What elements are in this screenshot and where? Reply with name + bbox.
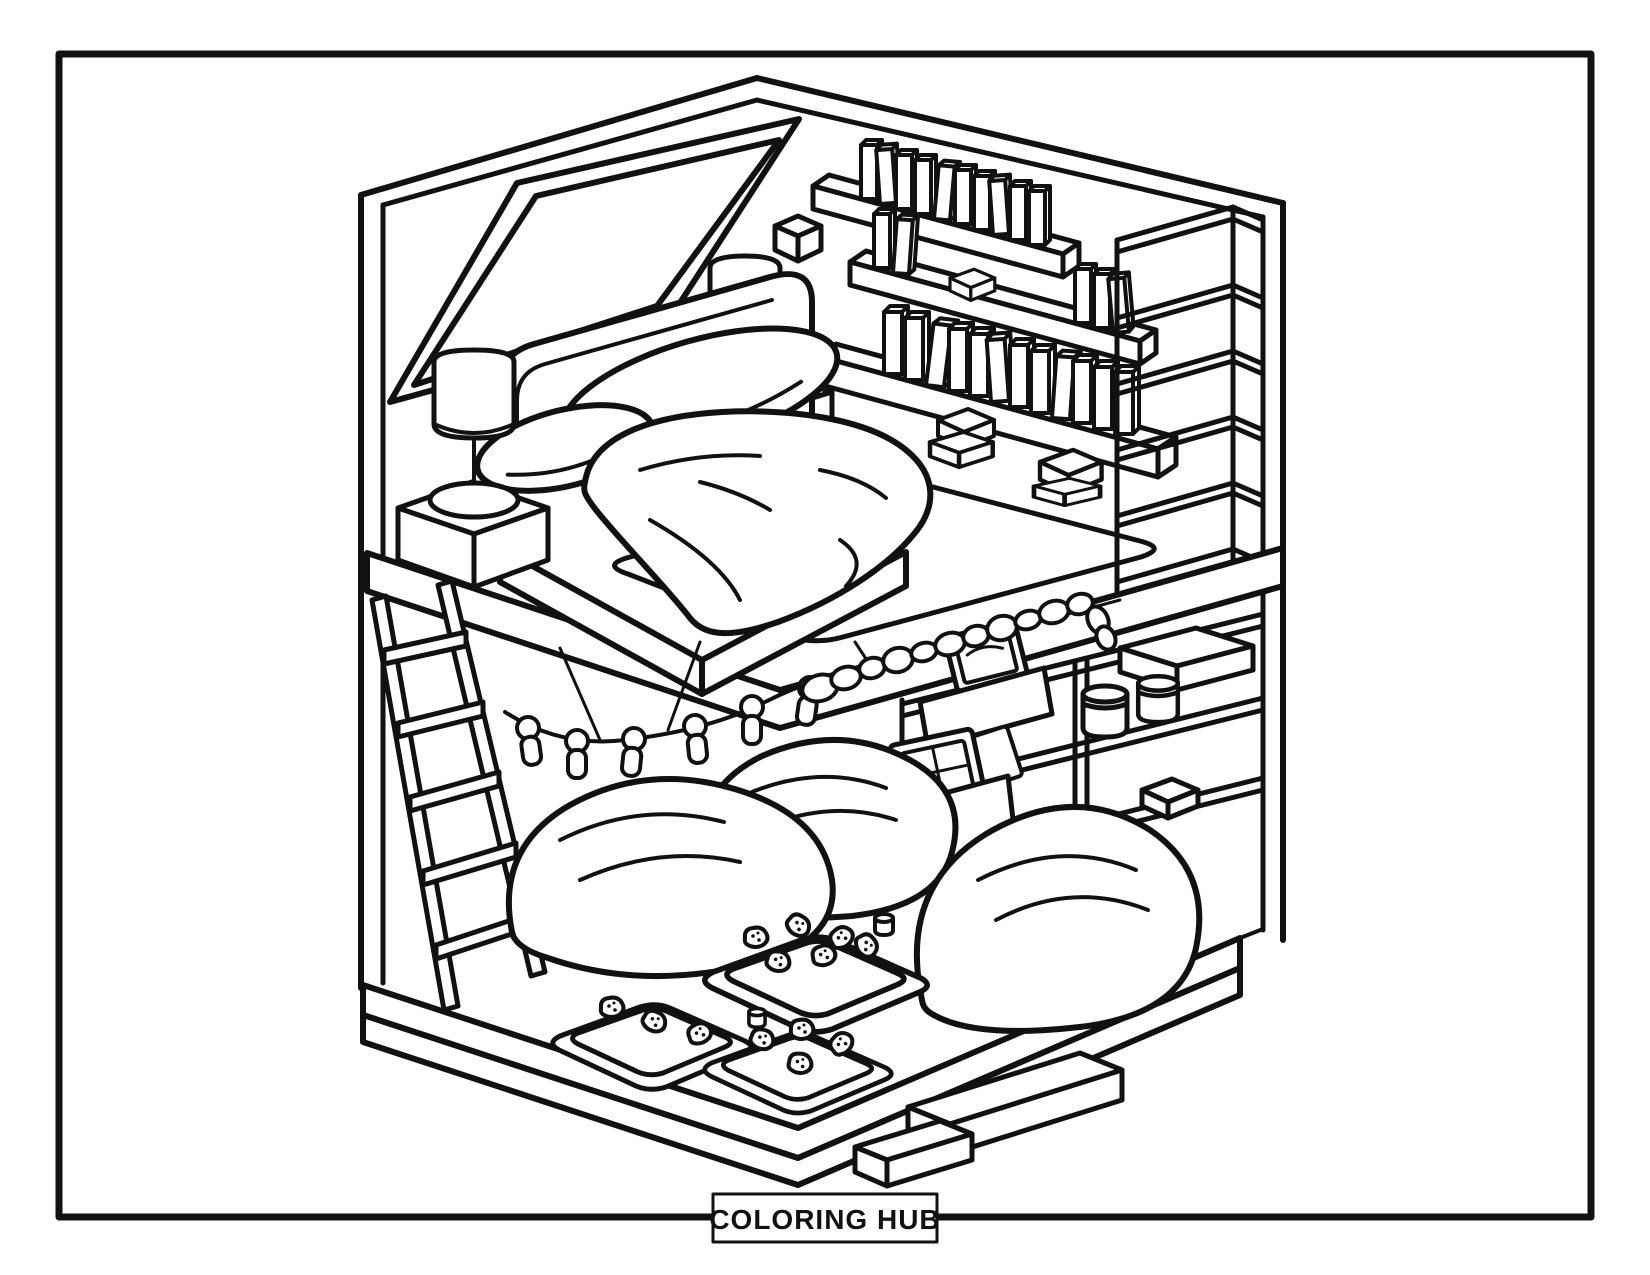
- floor-platform: [360, 935, 1243, 1188]
- bed: [474, 271, 934, 697]
- storage-box-icon: [1142, 779, 1198, 818]
- magazine-basket: [917, 665, 1055, 751]
- brand-label-text: COLORING HUB: [709, 1204, 940, 1235]
- small-cup-icon: [747, 1006, 767, 1030]
- bean-bag-right: [913, 804, 1203, 1034]
- floor-steps: [852, 1050, 1125, 1189]
- duvet: [581, 408, 934, 637]
- duvet-folds: [638, 453, 888, 602]
- storage-jar-icon: [1138, 676, 1178, 722]
- small-cup-icon: [873, 912, 895, 937]
- pebble-garland-icon: [800, 591, 1122, 704]
- brand-label: COLORING HUB: [709, 1192, 940, 1244]
- nightstand-left: [395, 347, 551, 590]
- storage-jar-icon: [1083, 686, 1127, 737]
